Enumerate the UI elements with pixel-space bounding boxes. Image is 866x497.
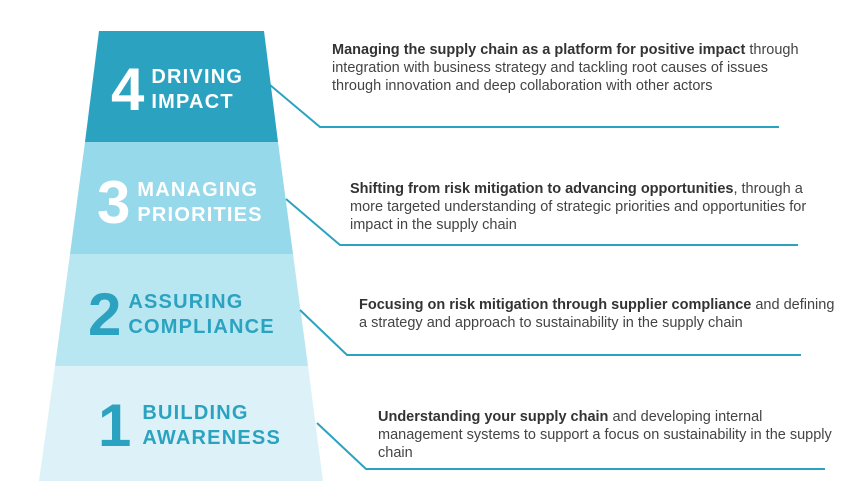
tier-4-description: Managing the supply chain as a platform … xyxy=(332,41,802,95)
tier-2-description-bold: Focusing on risk mitigation through supp… xyxy=(359,297,752,313)
tier-1-title: BUILDING AWARENESS xyxy=(142,401,281,451)
tier-3-description-text: , through a more targeted understanding … xyxy=(350,181,807,233)
tier-3-block xyxy=(70,142,293,254)
tier-3-connector xyxy=(285,198,798,246)
tier-4-title-line1: DRIVING xyxy=(151,66,244,88)
tier-3-description-bold: Shifting from risk mitigation to advanci… xyxy=(350,181,734,197)
tier-1-label: 1 BUILDING AWARENESS xyxy=(98,396,281,456)
tier-3-description: Shifting from risk mitigation to advanci… xyxy=(350,180,820,234)
tier-1-connector xyxy=(316,422,825,470)
tier-2-label: 2 ASSURING COMPLIANCE xyxy=(88,285,275,345)
tier-4-title-line2: IMPACT xyxy=(151,91,234,113)
tier-2-number: 2 xyxy=(88,281,121,348)
tier-1-block xyxy=(39,366,323,481)
tier-3-title-line1: MANAGING xyxy=(137,179,259,201)
tier-4-title: DRIVING IMPACT xyxy=(151,65,243,115)
tier-1-number: 1 xyxy=(98,392,131,459)
tier-2-description-text: and defining a strategy and approach to … xyxy=(359,297,835,331)
tier-2-title: ASSURING COMPLIANCE xyxy=(128,290,274,340)
tier-3-number: 3 xyxy=(97,169,130,236)
tier-4-block xyxy=(85,31,278,142)
tier-2-description: Focusing on risk mitigation through supp… xyxy=(359,296,835,332)
tier-3-title-line2: PRIORITIES xyxy=(137,204,263,226)
tier-1-description-text: and developing internal management syste… xyxy=(378,409,832,461)
tier-3-title: MANAGING PRIORITIES xyxy=(137,178,262,228)
tier-4-description-text: through integration with business strate… xyxy=(332,42,799,94)
tier-2-block xyxy=(55,254,308,366)
tier-1-title-line1: BUILDING xyxy=(142,402,249,424)
tier-3-label: 3 MANAGING PRIORITIES xyxy=(97,173,263,233)
tier-4-number: 4 xyxy=(111,56,144,123)
tier-2-title-line2: COMPLIANCE xyxy=(128,316,275,338)
tier-2-connector xyxy=(299,309,801,356)
tier-1-description-bold: Understanding your supply chain xyxy=(378,409,609,425)
tier-1-title-line2: AWARENESS xyxy=(142,427,281,449)
tier-4-description-bold: Managing the supply chain as a platform … xyxy=(332,42,746,58)
tier-1-description: Understanding your supply chain and deve… xyxy=(378,408,848,462)
tier-4-label: 4 DRIVING IMPACT xyxy=(111,60,243,120)
tier-4-connector xyxy=(269,84,779,128)
tier-2-title-line1: ASSURING xyxy=(128,291,244,313)
